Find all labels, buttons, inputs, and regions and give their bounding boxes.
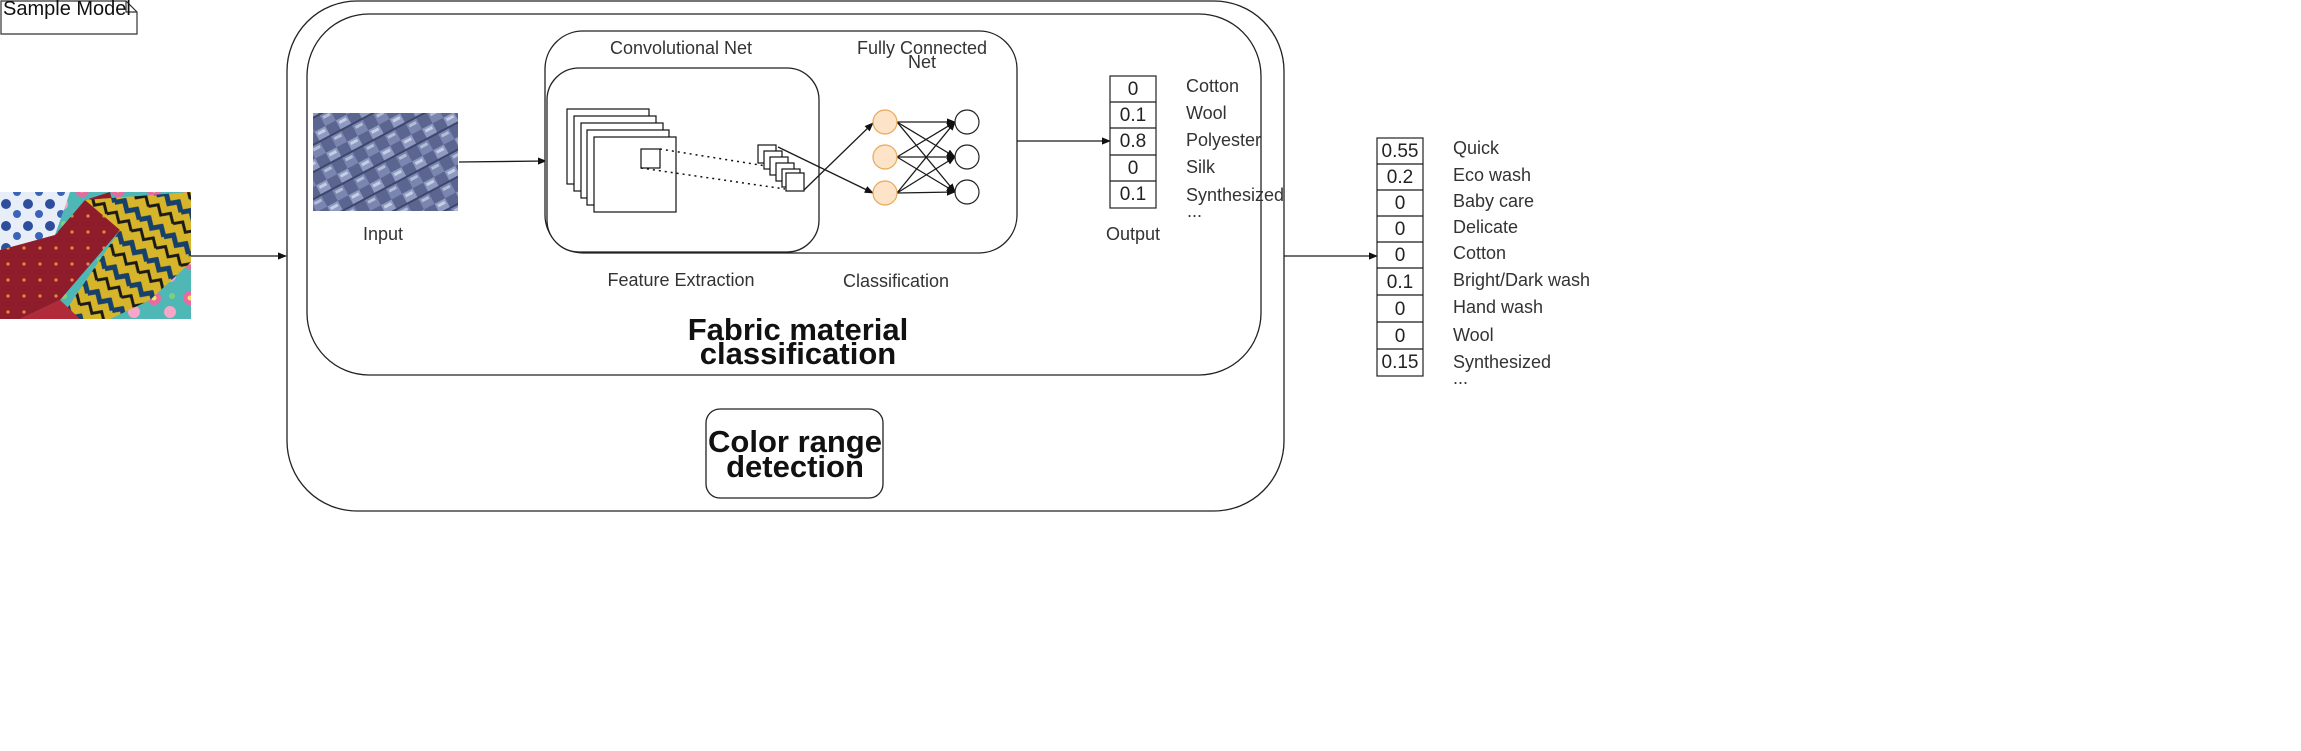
fc-edges xyxy=(896,118,956,196)
wash-value: 0 xyxy=(1395,299,1406,320)
material-label: Cotton xyxy=(1186,76,1239,96)
neuron-hidden-1 xyxy=(872,109,898,135)
wash-value: 0.15 xyxy=(1382,352,1419,373)
neuron-output-3 xyxy=(954,179,980,205)
material-value: 0.1 xyxy=(1120,105,1146,126)
material-output-table: 0 0.1 0.8 0 0.1 xyxy=(1109,75,1157,209)
wash-label: Wool xyxy=(1453,325,1494,345)
wash-label: Cotton xyxy=(1453,243,1506,263)
material-value: 0 xyxy=(1128,79,1139,100)
fabric-title-line1: Fabric material xyxy=(688,312,909,347)
wash-output-labels: Quick Eco wash Baby care Delicate Cotton… xyxy=(1453,138,1590,388)
wash-label: Quick xyxy=(1453,138,1500,158)
wash-label: Bright/Dark wash xyxy=(1453,270,1590,290)
input-label: Input xyxy=(363,224,403,244)
neuron-output-1 xyxy=(954,109,980,135)
wash-output-table: 0.55 0.2 0 0 0 0.1 0 0 0.15 xyxy=(1376,137,1424,377)
material-label: Wool xyxy=(1186,103,1227,123)
classification-label: Classification xyxy=(843,271,949,291)
arrow-input-to-conv xyxy=(458,157,547,165)
wash-value: 0.55 xyxy=(1382,141,1419,162)
kernel-stack xyxy=(757,144,805,192)
color-detection-box xyxy=(705,408,884,499)
fc-net-label-line2: Net xyxy=(908,52,936,72)
material-output-labels: Cotton Wool Polyester Silk Synthesized .… xyxy=(1186,76,1284,221)
projection-line-bottom xyxy=(640,167,786,190)
material-ellipsis: ... xyxy=(1187,201,1202,221)
fabric-photo xyxy=(0,192,191,319)
conv-net-label: Convolutional Net xyxy=(610,38,752,58)
material-label: Silk xyxy=(1186,157,1216,177)
color-title-line2: detection xyxy=(726,449,864,484)
neuron-hidden-2 xyxy=(872,144,898,170)
wash-value: 0.2 xyxy=(1387,167,1413,188)
wash-value: 0 xyxy=(1395,245,1406,266)
wash-value: 0 xyxy=(1395,219,1406,240)
wash-value: 0.1 xyxy=(1387,272,1413,293)
material-label: Polyester xyxy=(1186,130,1261,150)
wash-ellipsis: ... xyxy=(1453,368,1468,388)
fc-net-label-line1: Fully Connected xyxy=(857,38,987,58)
arrow-kernel-to-neuron-top xyxy=(803,122,874,191)
wash-label: Baby care xyxy=(1453,191,1534,211)
feature-extraction-label: Feature Extraction xyxy=(607,270,754,290)
fabric-title-line2: classification xyxy=(700,336,896,371)
sample-model-note: Sample Model xyxy=(0,0,138,35)
wash-label: Synthesized xyxy=(1453,352,1551,372)
feature-maps xyxy=(566,108,677,213)
neuron-hidden-3 xyxy=(872,180,898,206)
wash-value: 0 xyxy=(1395,193,1406,214)
material-value: 0 xyxy=(1128,158,1139,179)
sample-model-label: Sample Model xyxy=(3,0,131,20)
material-value: 0.1 xyxy=(1120,184,1146,205)
material-value: 0.8 xyxy=(1120,131,1146,152)
neuron-output-2 xyxy=(954,144,980,170)
wash-value: 0 xyxy=(1395,326,1406,347)
material-label: Synthesized xyxy=(1186,185,1284,205)
wash-label: Delicate xyxy=(1453,217,1518,237)
input-image xyxy=(313,113,458,211)
color-title-line1: Color range xyxy=(708,424,882,459)
wash-label: Eco wash xyxy=(1453,165,1531,185)
arrow-kernel-to-neuron-bottom xyxy=(777,146,874,194)
wash-label: Hand wash xyxy=(1453,297,1543,317)
output-label: Output xyxy=(1106,224,1160,244)
